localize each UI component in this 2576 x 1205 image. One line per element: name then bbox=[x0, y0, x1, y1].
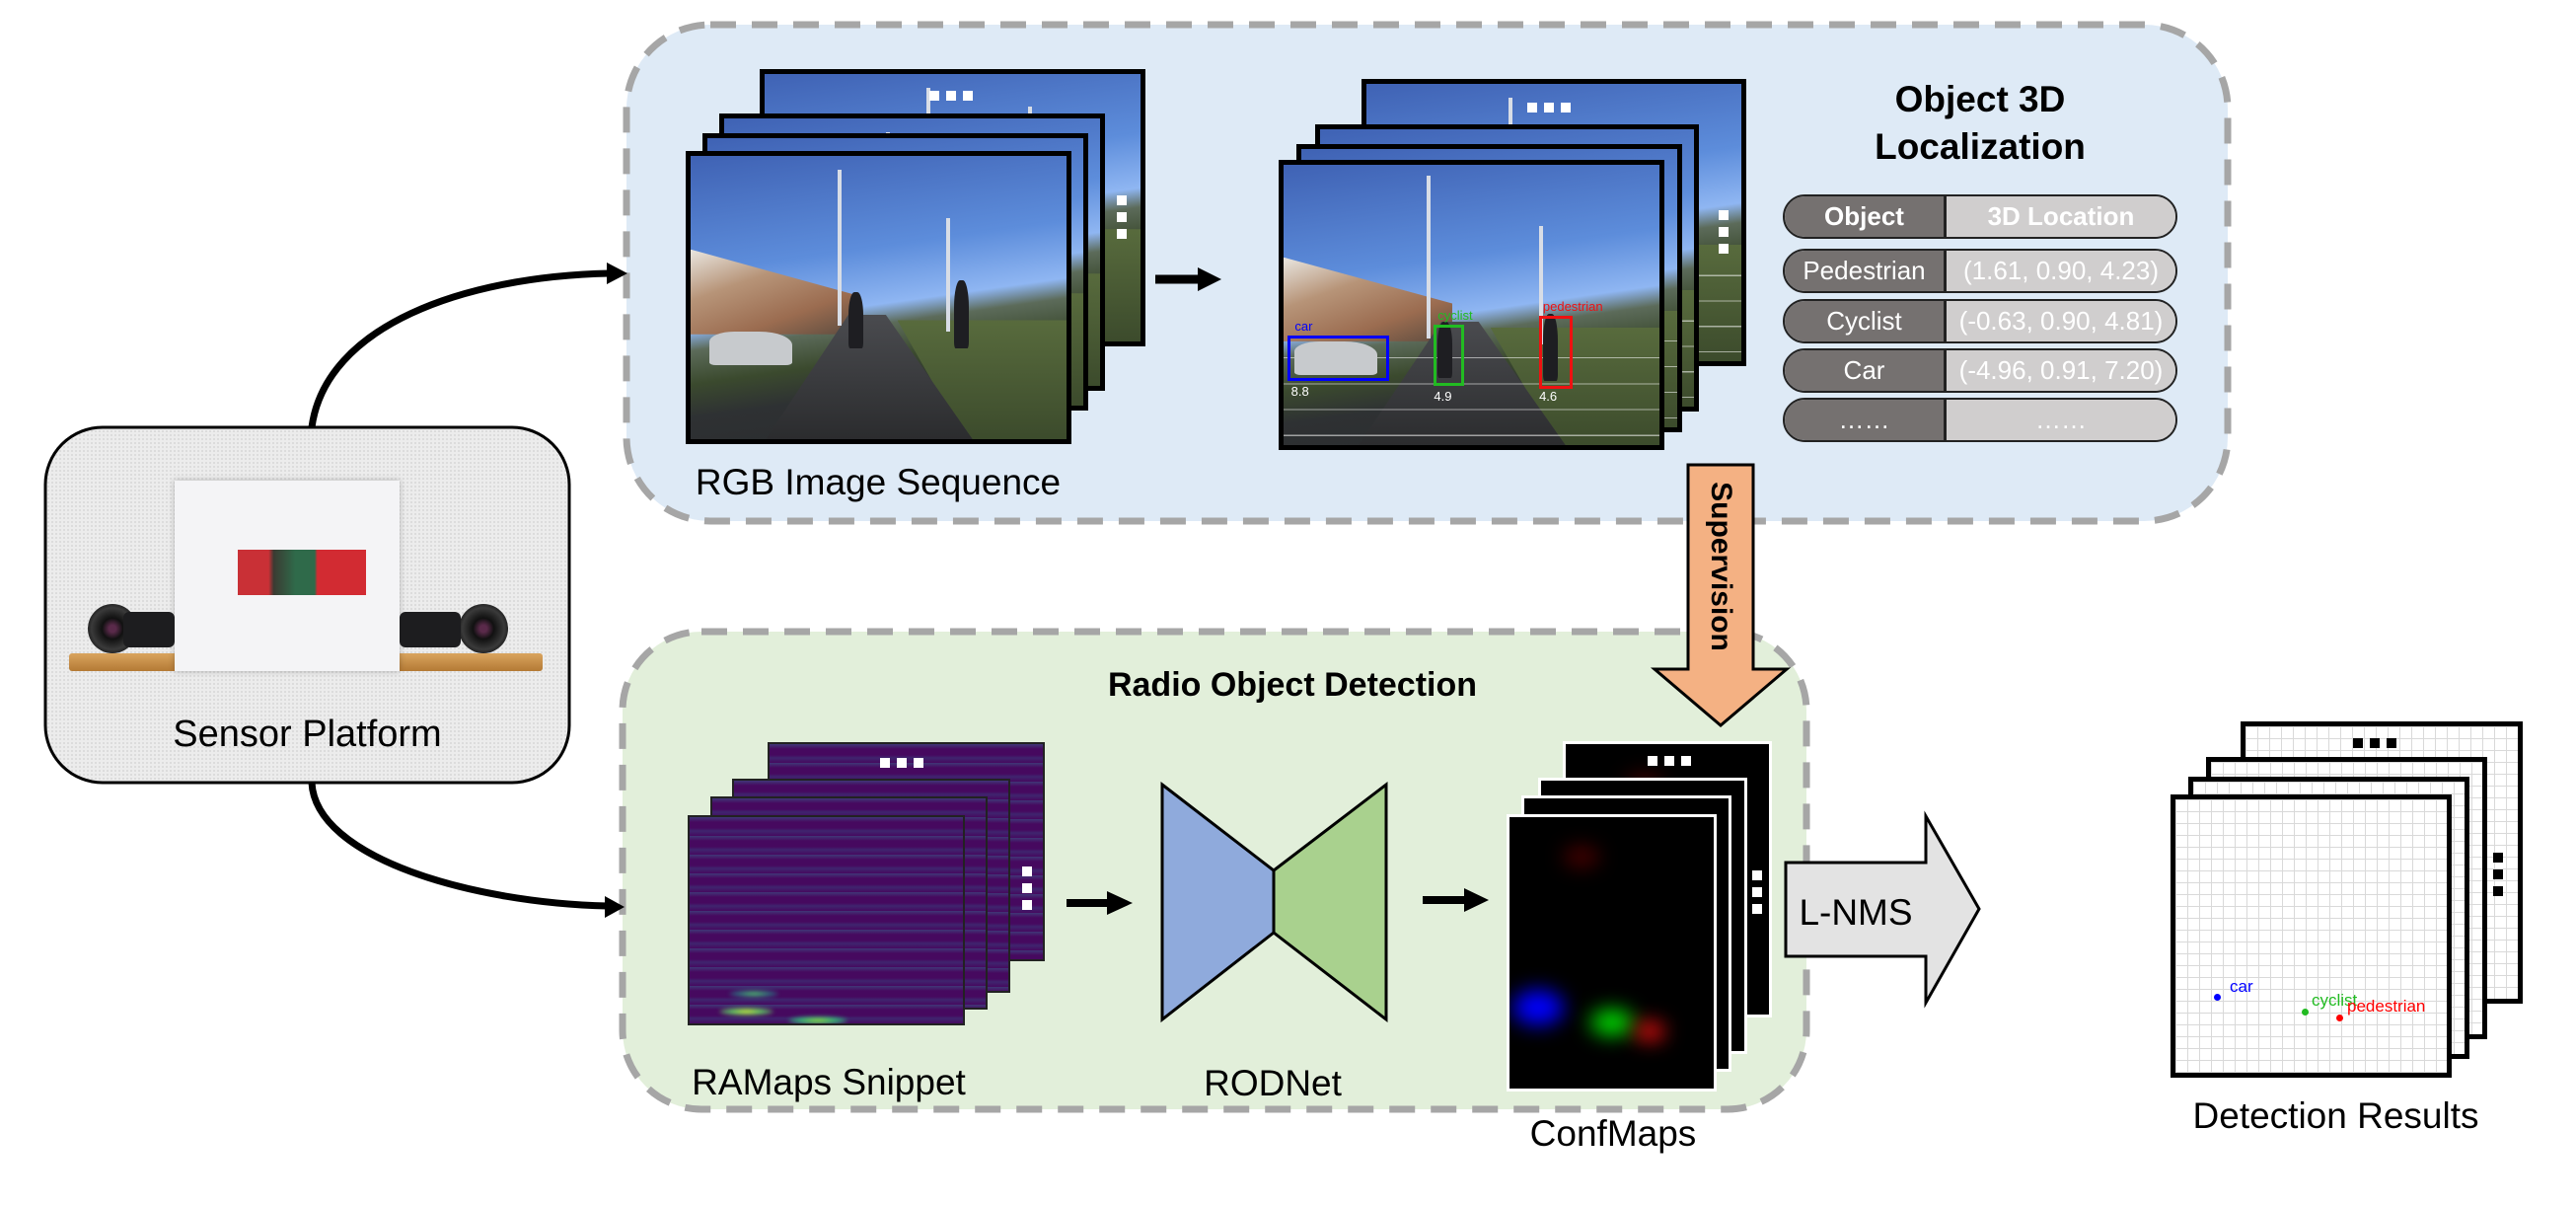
cyclist-in-photo bbox=[848, 291, 864, 349]
left-camera-body bbox=[123, 612, 175, 647]
table-row: …… …… bbox=[1783, 398, 2177, 442]
row-object: Cyclist bbox=[1785, 301, 1947, 341]
row-object: …… bbox=[1785, 400, 1947, 440]
ramaps-more-frames-dots bbox=[880, 758, 923, 768]
row-location: (1.61, 0.90, 4.23) bbox=[1947, 251, 2175, 291]
blue-confidence-peak bbox=[1512, 990, 1564, 1025]
right-camera-lens bbox=[459, 604, 508, 653]
annotated-more-frames-vdots bbox=[1719, 210, 1729, 254]
confmaps-more-frames-vdots bbox=[1752, 870, 1762, 914]
confmaps-label: ConfMaps bbox=[1529, 1113, 1697, 1154]
lnms-label: L-NMS bbox=[1799, 892, 1913, 933]
confmaps-more-frames-dots bbox=[1648, 756, 1691, 766]
rgb-sequence-label: RGB Image Sequence bbox=[695, 462, 1062, 502]
cyclist-detection-point bbox=[2302, 1009, 2309, 1016]
annotated-frame-front: car 8.8 cyclist 4.9 pedestrian 4.6 bbox=[1279, 160, 1664, 450]
sensor-platform-photo bbox=[64, 476, 548, 683]
header-object: Object bbox=[1785, 196, 1947, 237]
supervision-arrow bbox=[1650, 463, 1792, 727]
row-location: (-4.96, 0.91, 7.20) bbox=[1947, 350, 2175, 391]
green-confidence-peak bbox=[1590, 1010, 1634, 1035]
radar-branch-title: Radio Object Detection bbox=[1107, 666, 1478, 704]
table-row: Pedestrian (1.61, 0.90, 4.23) bbox=[1783, 249, 2177, 293]
row-object: Car bbox=[1785, 350, 1947, 391]
row-location: …… bbox=[1947, 400, 2175, 440]
supervision-label: Supervision bbox=[1705, 482, 1737, 651]
sensor-to-camera-curve bbox=[308, 269, 611, 428]
pedestrian-detection-tag: pedestrian bbox=[2347, 997, 2426, 1016]
car-detection-point bbox=[2214, 994, 2221, 1001]
pedestrian-bounding-box bbox=[1539, 316, 1574, 390]
rgb-more-frames-dots bbox=[929, 91, 973, 101]
sensor-to-radar-arrowhead bbox=[605, 896, 625, 918]
ramaps-to-rodnet-arrowhead bbox=[1107, 891, 1133, 915]
ramap-frame-front bbox=[688, 815, 965, 1025]
rodnet-decoder bbox=[1272, 781, 1388, 1023]
location-table-header: Object 3D Location bbox=[1783, 194, 2177, 239]
car-box-tag: car bbox=[1294, 319, 1313, 335]
cyclist-distance: 4.9 bbox=[1434, 389, 1452, 405]
results-more-frames-vdots bbox=[2493, 853, 2503, 896]
rgb-more-frames-vdots bbox=[1117, 195, 1127, 239]
rgb-to-annotated-arrowhead bbox=[1198, 267, 1221, 291]
red-confidence-peak bbox=[1635, 1022, 1664, 1040]
table-row: Cyclist (-0.63, 0.90, 4.81) bbox=[1783, 299, 2177, 343]
radar-reflection bbox=[729, 990, 778, 998]
cyclist-box-tag: cyclist bbox=[1437, 307, 1473, 323]
cyclist-detection-tag: cyclist bbox=[2312, 991, 2358, 1010]
car-in-photo bbox=[709, 331, 792, 366]
car-detection-tag: car bbox=[2230, 977, 2253, 996]
confmap-frame-front bbox=[1507, 814, 1717, 1092]
car-distance: 8.8 bbox=[1290, 383, 1309, 399]
car-bounding-box bbox=[1287, 336, 1389, 381]
result-frame-front: car cyclist pedestrian bbox=[2171, 794, 2452, 1078]
rodnet-label: RODNet bbox=[1204, 1063, 1342, 1103]
localization-title: Object 3D Localization bbox=[1783, 76, 2177, 171]
lnms-arrow bbox=[1784, 810, 1981, 1009]
table-row: Car (-4.96, 0.91, 7.20) bbox=[1783, 348, 2177, 393]
radar-reflection bbox=[719, 1008, 773, 1016]
right-camera-body bbox=[400, 612, 461, 647]
pedestrian-detection-point bbox=[2336, 1015, 2343, 1021]
ramaps-more-frames-vdots bbox=[1022, 866, 1032, 910]
rgb-frame-front bbox=[686, 151, 1071, 444]
sensor-to-radar-curve bbox=[308, 782, 609, 910]
radar-reflection bbox=[788, 1017, 847, 1023]
annotated-more-frames-dots bbox=[1527, 103, 1571, 113]
rodnet-to-confmaps-arrowhead bbox=[1464, 888, 1489, 912]
pedestrian-distance: 4.6 bbox=[1539, 389, 1558, 405]
row-location: (-0.63, 0.90, 4.81) bbox=[1947, 301, 2175, 341]
ramaps-label: RAMaps Snippet bbox=[692, 1062, 966, 1102]
pedestrian-box-tag: pedestrian bbox=[1542, 299, 1603, 315]
red-confidence-peak-faint bbox=[1564, 847, 1599, 866]
sensor-platform-label: Sensor Platform bbox=[173, 714, 442, 755]
detection-results-label: Detection Results bbox=[2192, 1095, 2479, 1136]
sensor-to-camera-arrowhead bbox=[607, 263, 627, 284]
pedestrian-in-photo bbox=[953, 280, 969, 349]
localization-title-line2: Localization bbox=[1875, 126, 2086, 167]
radar-board-window bbox=[238, 550, 366, 595]
cyclist-bounding-box bbox=[1434, 324, 1464, 387]
row-object: Pedestrian bbox=[1785, 251, 1947, 291]
results-more-frames-dots bbox=[2353, 738, 2396, 748]
localization-title-line1: Object 3D bbox=[1894, 79, 2066, 119]
header-location: 3D Location bbox=[1947, 196, 2175, 237]
